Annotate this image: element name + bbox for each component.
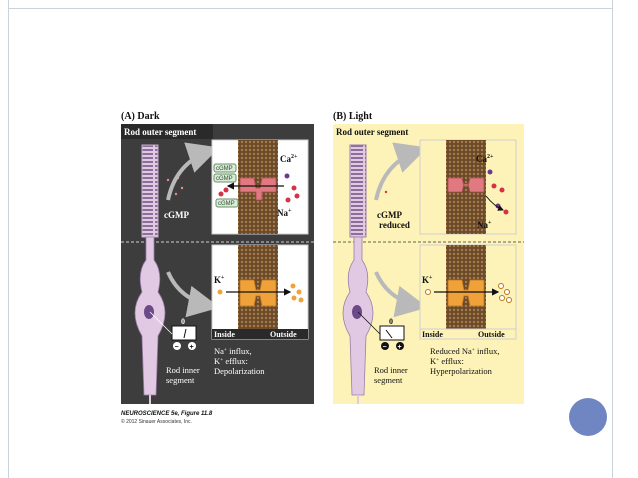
panel-a-plus: + (190, 344, 194, 351)
panel-b-ions-top (487, 169, 509, 215)
figure-credit: NEUROSCIENCE 5e, Figure 11.8 (121, 411, 213, 417)
panel-a-k-label: K+ (214, 275, 225, 285)
panel-a-cgmp-tag-2-text: cGMP (216, 176, 233, 182)
panel-a-ca-label: Ca2+ (280, 154, 298, 164)
panel-a-cgmp-tag-2 (213, 173, 237, 183)
panel-b-plus-terminal (396, 342, 404, 350)
panel-a-cng-channel (239, 177, 277, 201)
panel-b-electrode (357, 311, 381, 335)
panel-b-result-2: K+ efflux: (430, 356, 464, 366)
panel-a-cgmp-tag-3 (215, 198, 239, 208)
panel-b-reduced-arrow (485, 195, 504, 211)
panel-a-minus-terminal (173, 342, 181, 350)
panel-b-arrow-bottom (374, 271, 428, 318)
panel-a-cgmp-tag-1 (213, 163, 237, 173)
panel-b-ions-bottom (425, 283, 512, 303)
panel-b-plus: + (398, 344, 402, 351)
panel-a-cgmp-tag-3-text: cGMP (218, 201, 235, 207)
panel-a-meter-value: 0 (181, 317, 185, 326)
panel-a-plus-terminal (188, 342, 196, 350)
panel-b-minus-terminal (381, 342, 389, 350)
panel-a-minus: − (175, 344, 179, 351)
panel-a-inside-label: Inside (214, 330, 235, 339)
panel-b-cng-channel (447, 177, 485, 193)
panel-b-meter-needle (385, 329, 393, 339)
panel-b-inner-2: segment (374, 375, 403, 385)
panel-a-meter-needle (183, 328, 187, 339)
panel-a-nucleus (144, 305, 154, 319)
panel-b-cgmp-label-2: reduced (379, 220, 410, 230)
panel-a: (A) Dark Rod outer segment cGMP cGMP cGM… (121, 111, 314, 404)
panel-b-meter-value: 0 (389, 317, 393, 326)
panel-b-ca-label: Ca2+ (476, 154, 494, 164)
panel-a-label-bar (212, 329, 308, 339)
panel-b-meter (379, 325, 405, 341)
panel-a-k-channel (239, 279, 277, 307)
panel-a-meter (171, 325, 197, 341)
panel-a-ions-bottom (217, 283, 304, 303)
panel-a-inner-1: Rod inner (166, 365, 200, 375)
panel-b-result-1: Reduced Na+ influx, (430, 346, 499, 356)
panel-a-inner-2: segment (166, 375, 195, 385)
panel-a-electrode (149, 311, 173, 335)
panel-a-result-3: Depolarization (214, 366, 265, 376)
figure-copyright: © 2012 Sinauer Associates, Inc. (121, 418, 192, 425)
panel-a-result-2: K+ efflux: (214, 356, 248, 366)
panel-b-minus: − (383, 344, 387, 351)
slide-border-right (612, 0, 613, 478)
slide-border-left (8, 0, 9, 478)
panel-b-arrow-top (374, 142, 428, 201)
panel-a-na-label: Na+ (277, 208, 292, 218)
panel-a-arrow-top (166, 142, 220, 201)
panel-a-cgmp-label: cGMP (164, 210, 189, 220)
panel-b-na-label: Na+ (477, 220, 492, 230)
panel-a-ions-top (218, 173, 300, 203)
decorative-circle (569, 398, 607, 436)
panel-b-inside-label: Inside (422, 330, 443, 339)
panel-a-outer-segment (141, 144, 159, 238)
panel-b-label-bar (419, 328, 517, 340)
panel-b-header: Rod outer segment (336, 127, 408, 137)
panel-b-result-3: Hyperpolarization (430, 366, 493, 376)
panel-a-outside-label: Outside (270, 330, 297, 339)
panel-b-cgmp-label-1: cGMP (377, 210, 402, 220)
slide-border-top (8, 8, 613, 9)
panel-b-inner-1: Rod inner (374, 365, 408, 375)
panel-a-cgmp-tag-1-text: cGMP (216, 166, 233, 172)
panel-b-k-channel (447, 279, 485, 307)
panel-a-result-1: Na+ influx, (214, 346, 252, 356)
panel-b-k-label: K+ (422, 275, 433, 285)
panel-b-outside-label: Outside (478, 330, 505, 339)
panel-b-nucleus (352, 305, 362, 319)
panel-b: (B) Light Rod outer segment cGMP reduced… (333, 111, 524, 404)
panel-a-arrow-bottom (166, 271, 220, 318)
panel-b-label: (B) Light (333, 111, 373, 122)
panel-b-outer-segment (349, 144, 367, 238)
panel-a-header-box (121, 124, 213, 139)
panel-a-header: Rod outer segment (124, 127, 196, 137)
panel-a-label: (A) Dark (121, 111, 160, 122)
